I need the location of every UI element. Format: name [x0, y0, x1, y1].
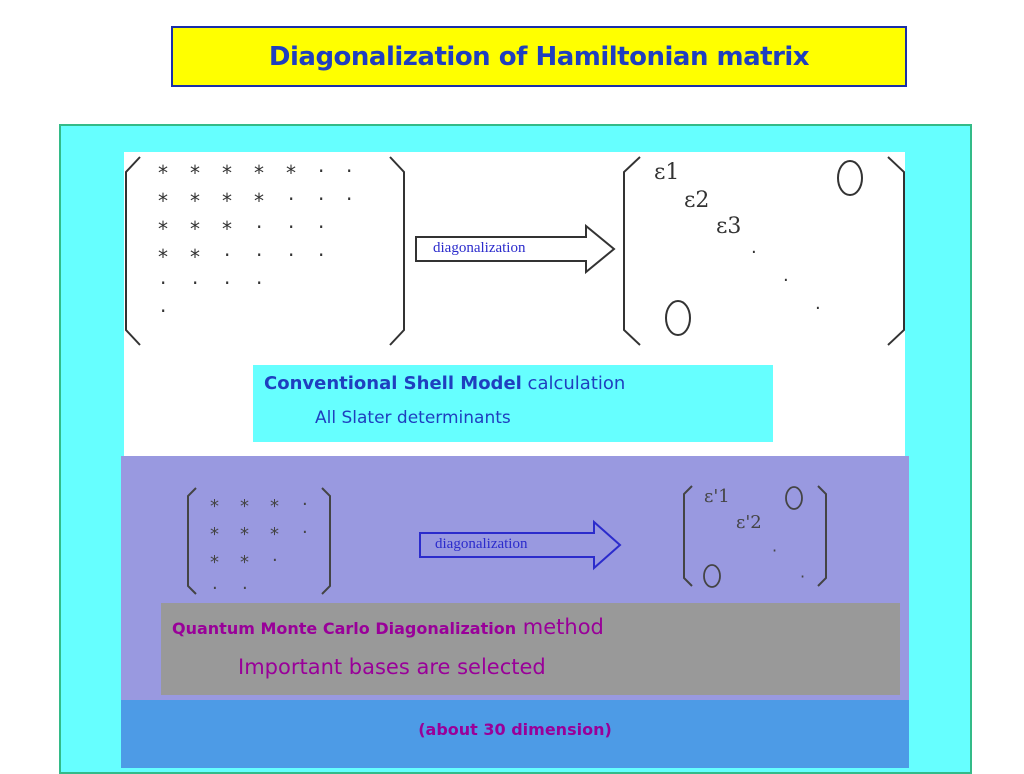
svg-text:*: *: [158, 245, 168, 269]
svg-text:·: ·: [256, 271, 262, 295]
svg-text:·: ·: [288, 243, 294, 267]
dimension-panel: [121, 700, 909, 768]
svg-text:·: ·: [346, 159, 352, 183]
svg-text:*: *: [254, 189, 264, 213]
svg-text:*: *: [270, 524, 279, 545]
bottom-arrow: [419, 519, 622, 571]
svg-text:*: *: [210, 552, 219, 573]
bottom-right-diagonal-dots: · ·: [772, 541, 805, 586]
epsilon-2: ε2: [684, 188, 710, 213]
bottom-right-matrix-brackets: [683, 485, 827, 587]
svg-text:*: *: [240, 552, 249, 573]
svg-text:·: ·: [272, 550, 278, 571]
svg-text:*: *: [158, 217, 168, 241]
top-left-matrix-entries: *****·· ****··· ***··· **···· ···· ·: [158, 159, 352, 323]
svg-text:*: *: [254, 161, 264, 185]
page-title: Diagonalization of Hamiltonian matrix: [268, 41, 810, 72]
svg-text:·: ·: [318, 159, 324, 183]
qmcd-heading: Quantum Monte Carlo Diagonalization meth…: [172, 615, 604, 639]
top-right-zero-lower: [665, 300, 691, 336]
bottom-left-matrix-brackets: [187, 487, 331, 595]
svg-text:·: ·: [224, 271, 230, 295]
svg-text:·: ·: [192, 271, 198, 295]
svg-text:·: ·: [302, 522, 308, 543]
svg-text:·: ·: [751, 242, 757, 263]
svg-text:*: *: [190, 161, 200, 185]
svg-text:·: ·: [346, 187, 352, 211]
conventional-heading: Conventional Shell Model calculation: [264, 373, 626, 394]
svg-text:*: *: [240, 496, 249, 517]
svg-text:·: ·: [302, 494, 308, 515]
svg-text:·: ·: [160, 271, 166, 295]
top-right-matrix-brackets: [623, 156, 905, 346]
epsilon-3: ε3: [716, 214, 742, 239]
svg-text:·: ·: [288, 215, 294, 239]
svg-text:·: ·: [783, 270, 789, 291]
svg-text:·: ·: [815, 298, 821, 319]
qmcd-box: Quantum Monte Carlo Diagonalization meth…: [161, 603, 900, 695]
svg-text:·: ·: [256, 243, 262, 267]
svg-text:*: *: [222, 217, 232, 241]
epsilon-1: ε1: [654, 160, 680, 185]
svg-text:·: ·: [800, 567, 805, 586]
svg-text:·: ·: [224, 243, 230, 267]
svg-text:*: *: [270, 496, 279, 517]
bottom-left-matrix-entries: * * * · * * * · * * · · ·: [210, 494, 308, 599]
svg-text:·: ·: [212, 578, 218, 599]
svg-text:*: *: [240, 524, 249, 545]
svg-text:*: *: [222, 189, 232, 213]
conventional-subtext: All Slater determinants: [315, 408, 511, 428]
svg-text:·: ·: [160, 299, 166, 323]
top-arrow-label: diagonalization: [433, 240, 526, 256]
epsilon-prime-2: ε'2: [736, 512, 762, 533]
title-box: Diagonalization of Hamiltonian matrix: [171, 26, 907, 87]
svg-text:·: ·: [288, 187, 294, 211]
svg-text:*: *: [190, 245, 200, 269]
svg-text:*: *: [210, 496, 219, 517]
svg-text:·: ·: [318, 215, 324, 239]
svg-text:·: ·: [772, 541, 777, 560]
svg-text:·: ·: [256, 215, 262, 239]
svg-text:·: ·: [318, 187, 324, 211]
svg-text:·: ·: [318, 243, 324, 267]
svg-text:*: *: [158, 161, 168, 185]
svg-text:*: *: [286, 161, 296, 185]
svg-text:*: *: [190, 217, 200, 241]
epsilon-prime-1: ε'1: [704, 486, 730, 507]
svg-text:*: *: [222, 161, 232, 185]
svg-text:*: *: [210, 524, 219, 545]
bottom-right-zero-lower: [703, 564, 721, 588]
top-left-matrix-brackets: [125, 156, 405, 346]
top-right-zero-upper: [837, 160, 863, 196]
svg-text:*: *: [158, 189, 168, 213]
svg-text:·: ·: [242, 578, 248, 599]
top-right-diagonal-dots: · · ·: [751, 242, 821, 319]
bottom-arrow-label: diagonalization: [435, 536, 528, 552]
svg-text:*: *: [190, 189, 200, 213]
dimension-note: (about 30 dimension): [418, 720, 612, 739]
conventional-box: Conventional Shell Model calculation All…: [253, 365, 773, 442]
qmcd-subtext: Important bases are selected: [238, 655, 546, 679]
bottom-right-zero-upper: [785, 486, 803, 510]
top-arrow: [415, 223, 616, 275]
